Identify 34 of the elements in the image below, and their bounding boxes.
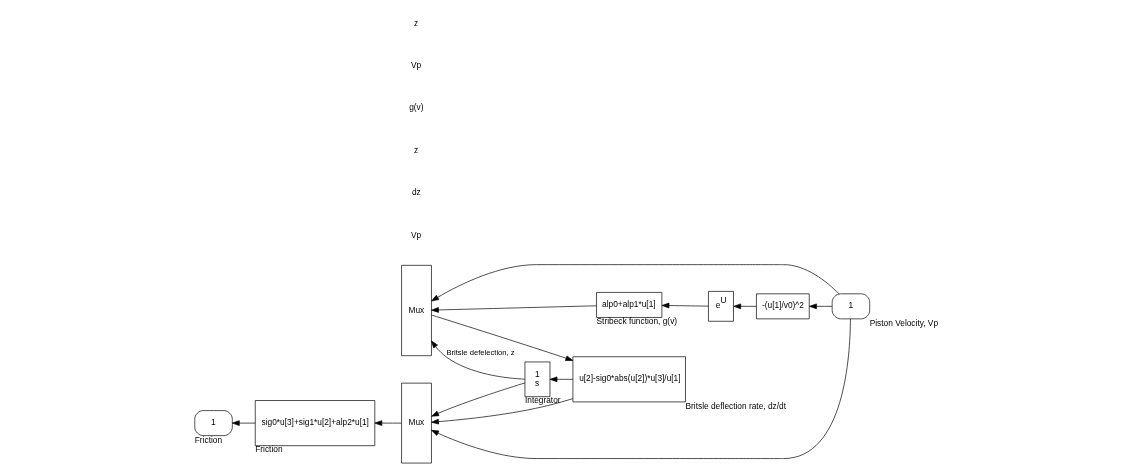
label: Vp	[410, 229, 421, 240]
node-label: Stribeck function, g(v)	[596, 316, 677, 327]
label: dz	[411, 187, 421, 198]
arrow	[374, 420, 402, 426]
arrow	[430, 318, 851, 459]
node-box: alp0+alp1*u[1]	[595, 292, 662, 318]
arrow	[808, 303, 832, 310]
node-box: u[2]-sig0*abs(u[2])*u[3]/u[1]	[572, 356, 686, 403]
arrow	[231, 420, 256, 426]
arrow	[430, 398, 573, 425]
label: z	[413, 144, 418, 155]
arrow	[430, 305, 597, 313]
arrow	[430, 340, 525, 380]
node-label: Integrator	[524, 395, 561, 406]
node-box: 1 s	[524, 361, 550, 398]
node-label: Britsle deflection rate, dz/dt	[685, 400, 786, 411]
node-label: Piston Velocity, Vp	[869, 317, 938, 328]
node-label: Friction	[254, 444, 283, 455]
arrow	[430, 382, 525, 417]
node-box: 1	[193, 410, 233, 436]
arrow	[549, 376, 573, 383]
label: Vp	[410, 59, 421, 70]
edge-label: Britsle defelection, z	[445, 347, 515, 357]
node-box: Mux	[400, 382, 432, 464]
node-box: Mux	[400, 264, 432, 357]
label: g(v)	[408, 102, 424, 113]
label: z	[413, 17, 418, 28]
node-box: 1	[831, 293, 870, 320]
arrow	[430, 314, 573, 361]
arrow	[732, 303, 757, 310]
arrow	[661, 302, 709, 309]
arrow	[430, 264, 839, 302]
node-label: Friction	[194, 434, 222, 445]
node-box: -(u[1]/v0)^2	[755, 293, 810, 320]
